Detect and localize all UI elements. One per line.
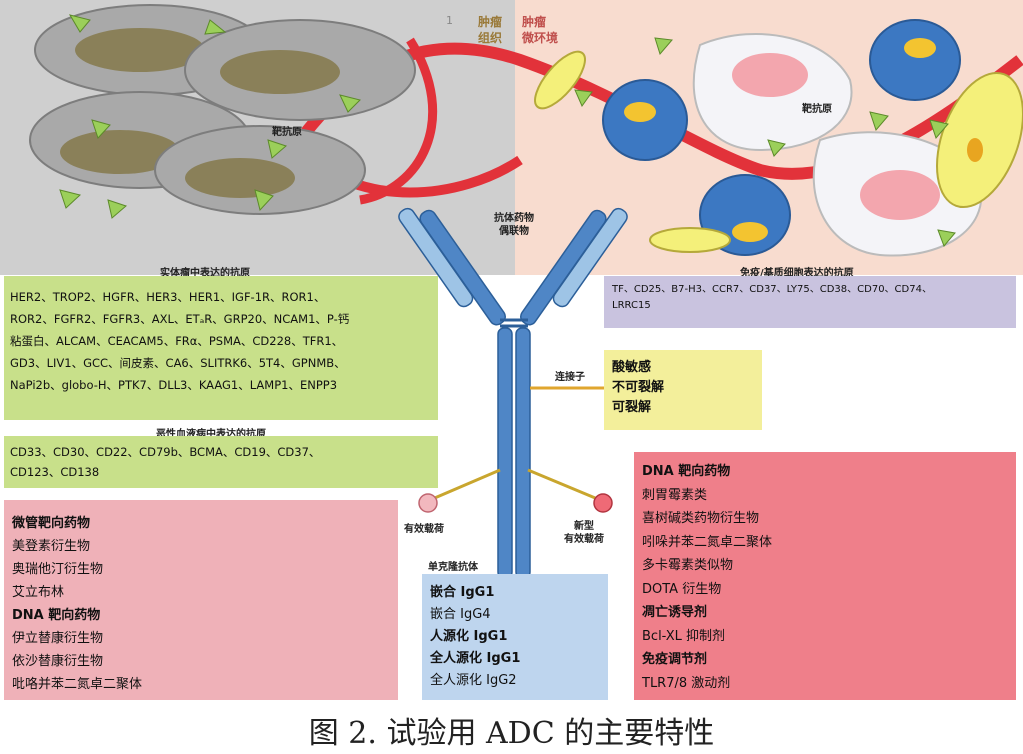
tumor-cells [29, 4, 416, 215]
immune-line-1: TF、CD25、B7-H3、CCR7、CD37、LY75、CD38、CD70、C… [612, 284, 932, 295]
adc-label: 抗体药物 偶联物 [494, 213, 534, 237]
mab-type-5: 全人源化 IgG2 [430, 673, 517, 688]
antibody [398, 207, 628, 579]
target-antigen-markers-left [59, 14, 361, 219]
payload-left-item-6: 伊立替康衍生物 [12, 631, 104, 646]
payload-right-item-1: DNA 靶向药物 [642, 464, 731, 479]
mab-type-2: 嵌合 IgG4 [430, 607, 491, 622]
solid-tumor-title: 实体瘤中表达的抗原 [160, 268, 250, 279]
immune-stromal-title: 免疫/基质细胞表达的抗原 [740, 268, 854, 279]
figure-caption: 图 2. 试验用 ADC 的主要特性 [308, 716, 715, 751]
linker-type-2: 不可裂解 [612, 380, 665, 395]
payload-right-linker [527, 468, 601, 502]
mab-type-4: 全人源化 IgG1 [430, 651, 521, 666]
payloads-right-box: DNA 靶向药物 刺胃霉素类 喜树碱类药物衍生物 吲哚并苯二氮卓二聚体 多卡霉素… [634, 452, 1016, 700]
solid-tumor-line-3: 粘蛋白、ALCAM、CEACAM5、FRα、PSMA、CD228、TFR1、 [10, 334, 344, 348]
payload-left-item-5: DNA 靶向药物 [12, 608, 101, 623]
immune-stromal-antigens-box: TF、CD25、B7-H3、CCR7、CD37、LY75、CD38、CD70、C… [604, 276, 1016, 328]
payload-left-item-3: 奥瑞他汀衍生物 [12, 562, 104, 577]
tumor-tissue-label: 肿瘤 组织 [478, 15, 503, 45]
figure-number: 1 [446, 14, 453, 27]
hematologic-line-2: CD123、CD138 [10, 465, 100, 479]
payload-left-item-2: 美登素衍生物 [12, 539, 91, 554]
payload-left-item-7: 依沙替康衍生物 [12, 654, 104, 669]
linker-types-box: 酸敏感 不可裂解 可裂解 [604, 350, 762, 430]
hematologic-line-1: CD33、CD30、CD22、CD79b、BCMA、CD19、CD37、 [10, 445, 321, 459]
payload-right-item-6: DOTA 衍生物 [642, 581, 722, 597]
payload-right-item-9: 免疫调节剂 [642, 652, 708, 667]
payload-right-item-7: 凋亡诱导剂 [642, 605, 708, 620]
payload-right-label: 新型 有效载荷 [564, 521, 604, 545]
solid-tumor-line-4: GD3、LIV1、GCC、间皮素、CA6、SLITRK6、5T4、GPNMB、 [10, 356, 346, 370]
payload-right-item-5: 多卡霉素类似物 [642, 558, 734, 573]
payload-right-item-8: Bcl-XL 抑制剂 [642, 628, 726, 644]
target-antigen-label-right: 靶抗原 [802, 104, 832, 115]
payload-left-linker [429, 468, 501, 502]
payload-right-item-2: 刺胃霉素类 [642, 487, 708, 503]
mab-type-1: 嵌合 IgG1 [430, 585, 495, 600]
target-antigen-markers-right [574, 37, 956, 247]
hematologic-title: 恶性血液病中表达的抗原 [156, 429, 266, 440]
payload-left-label: 有效载荷 [404, 524, 444, 535]
payload-right-item-4: 吲哚并苯二氮卓二聚体 [642, 534, 773, 550]
solid-tumor-line-5: NaPi2b、globo-H、PTK7、DLL3、KAAG1、LAMP1、ENP… [10, 378, 338, 392]
linker-type-1: 酸敏感 [612, 360, 652, 375]
linker-type-3: 可裂解 [612, 400, 652, 415]
hematologic-antigens-box: CD33、CD30、CD22、CD79b、BCMA、CD19、CD37、 CD1… [4, 436, 438, 488]
target-antigen-label-left: 靶抗原 [272, 127, 302, 138]
tumor-microenvironment-label: 肿瘤 微环境 [522, 15, 559, 45]
payload-right-sphere [593, 493, 613, 513]
microenvironment-cells [534, 19, 1023, 257]
mab-types-box: 嵌合 IgG1 嵌合 IgG4 人源化 IgG1 全人源化 IgG1 全人源化 … [422, 574, 608, 700]
payload-left-sphere [418, 493, 438, 513]
payloads-left-box: 微管靶向药物 美登素衍生物 奥瑞他汀衍生物 艾立布林 DNA 靶向药物 伊立替康… [4, 500, 398, 700]
solid-tumor-line-1: HER2、TROP2、HGFR、HER3、HER1、IGF-1R、ROR1、 [10, 290, 326, 304]
immune-line-2: LRRC15 [612, 300, 651, 311]
payload-left-item-4: 艾立布林 [12, 585, 65, 600]
solid-tumor-antigens-box: HER2、TROP2、HGFR、HER3、HER1、IGF-1R、ROR1、 R… [4, 276, 438, 420]
payload-left-item-8: 吡咯并苯二氮卓二聚体 [12, 677, 143, 692]
payload-right-item-10: TLR7/8 激动剂 [642, 675, 731, 691]
mab-label: 单克隆抗体 [428, 562, 478, 573]
payload-right-item-3: 喜树碱类药物衍生物 [642, 511, 760, 526]
adc-illustration [29, 4, 1023, 579]
payload-left-item-1: 微管靶向药物 [12, 516, 91, 531]
linker-label: 连接子 [555, 372, 585, 383]
solid-tumor-line-2: ROR2、FGFR2、FGFR3、AXL、ETₐR、GRP20、NCAM1、P-… [10, 312, 350, 326]
mab-type-3: 人源化 IgG1 [430, 629, 508, 644]
